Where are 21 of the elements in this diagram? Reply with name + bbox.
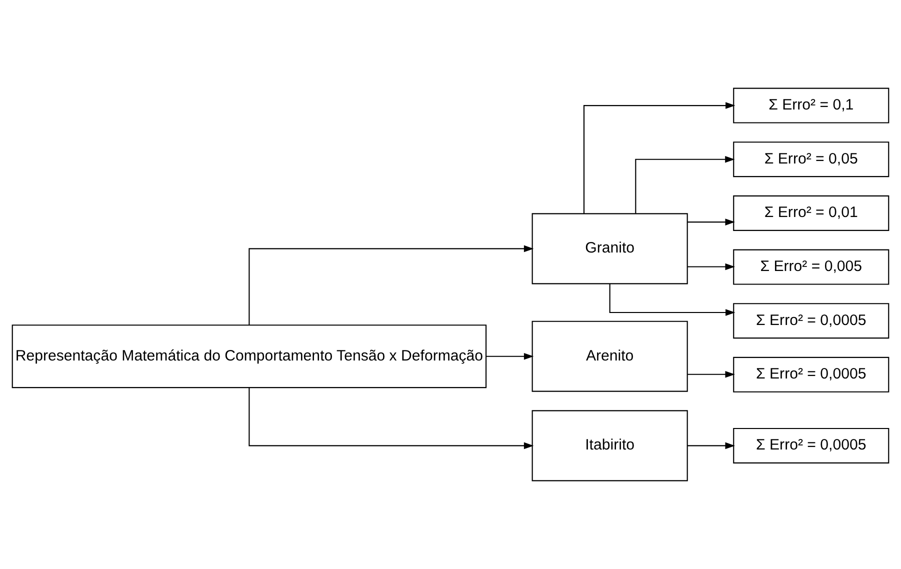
arrow	[609, 284, 736, 316]
arrow	[687, 371, 735, 378]
node-box: Σ Erro² = 0,1	[733, 88, 890, 124]
arrow	[248, 245, 534, 325]
node-box: Σ Erro² = 0,005	[733, 249, 890, 285]
node-box: Σ Erro² = 0,0005	[733, 303, 890, 339]
arrow	[635, 156, 735, 214]
node-box: Σ Erro² = 0,01	[733, 195, 890, 231]
node-box: Granito	[532, 213, 688, 284]
arrow	[248, 388, 534, 450]
arrow	[687, 218, 735, 226]
arrow	[486, 352, 534, 360]
arrow	[687, 442, 735, 450]
node-box: Σ Erro² = 0,0005	[733, 428, 890, 464]
node-box: Itabirito	[532, 410, 688, 482]
node-box: Σ Erro² = 0,05	[733, 142, 890, 178]
arrow	[687, 263, 735, 270]
arrow	[583, 102, 736, 214]
node-box: Representação Matemática do Comportamento Tensão x Deformação	[12, 324, 487, 388]
node-box: Arenito	[532, 320, 688, 392]
node-box: Σ Erro² = 0,0005	[733, 356, 890, 392]
